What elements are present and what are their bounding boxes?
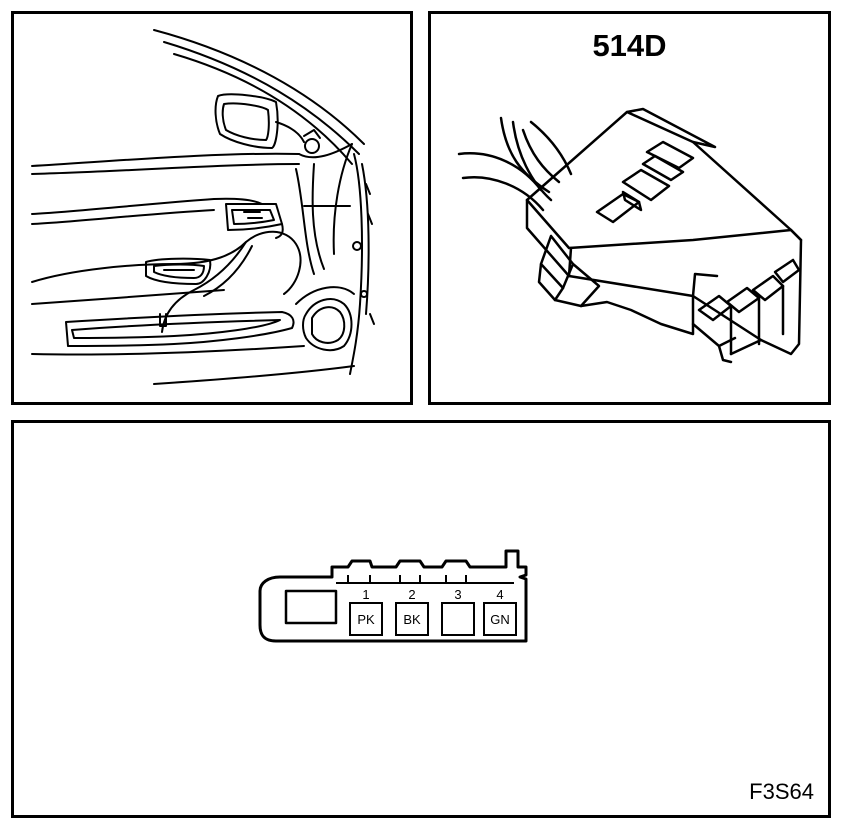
pin-4-number: 4 — [496, 587, 503, 602]
connector-view-panel: 514D — [428, 11, 831, 405]
figure-code: F3S64 — [749, 779, 814, 804]
connector-illustration-icon — [457, 107, 803, 364]
connector-face-diagram: 1 2 3 4 PK BK GN — [258, 549, 528, 643]
pin-2-wire-color: BK — [403, 612, 421, 627]
door-location-panel — [11, 11, 413, 405]
pin-1-cavity — [349, 602, 383, 636]
connector-inner-outline — [284, 589, 338, 625]
pin-1-wire-color: PK — [357, 612, 375, 627]
pinout-panel: 1 2 3 4 PK BK GN F3S64 — [11, 420, 831, 818]
pin-4-cavity — [483, 602, 517, 636]
pin-3-cavity — [441, 602, 475, 636]
pin-2-cavity — [395, 602, 429, 636]
car-door-illustration-icon — [31, 29, 375, 385]
connector-outline — [258, 549, 528, 643]
connector-id-label: 514D — [592, 28, 667, 63]
pin-3-number: 3 — [454, 587, 461, 602]
pin-1-number: 1 — [362, 587, 369, 602]
pin-4-wire-color: GN — [490, 612, 510, 627]
pin-2-number: 2 — [408, 587, 415, 602]
